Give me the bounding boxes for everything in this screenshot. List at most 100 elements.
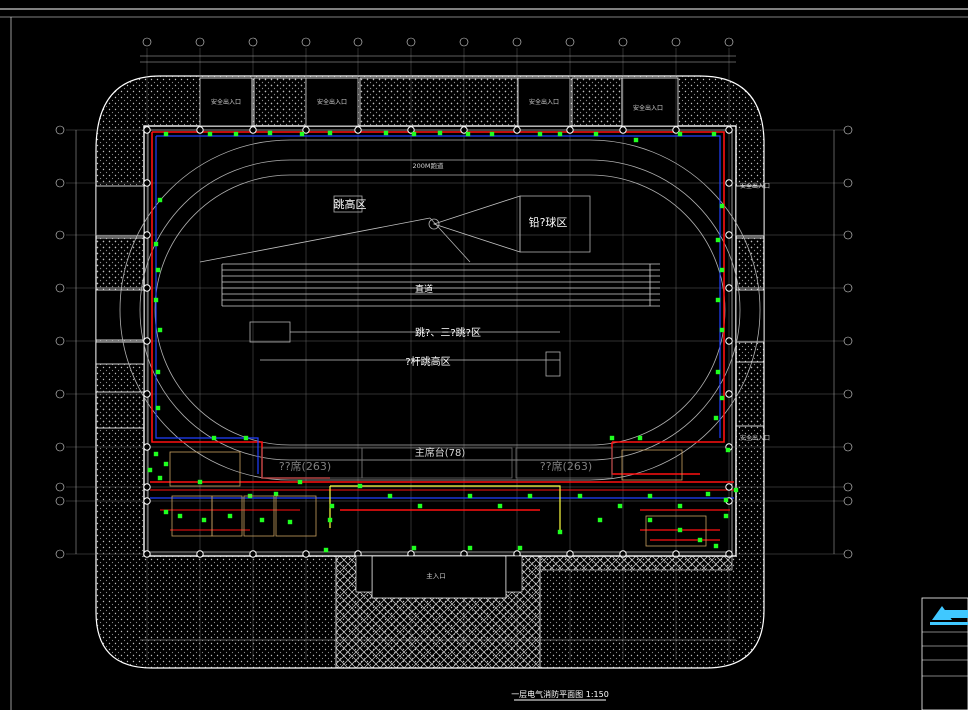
column-marker	[672, 126, 680, 134]
axis-bubble-col	[142, 37, 152, 47]
fire-detectors	[143, 126, 739, 558]
axis-bubble-col	[248, 37, 258, 47]
axis-bubble-row	[55, 482, 65, 492]
long-jump-label: 跳?、三?跳?区	[415, 326, 481, 339]
column-marker	[566, 126, 574, 134]
high-jump-label: 跳高区	[334, 197, 367, 211]
column-marker	[196, 550, 204, 558]
axis-bubble-col	[565, 37, 575, 47]
axis-bubble-row	[843, 496, 853, 506]
safety-exit-label-1: 安全出入口	[211, 98, 241, 106]
building-outline	[95, 77, 765, 557]
axis-bubble-col	[459, 37, 469, 47]
column-marker	[143, 179, 151, 187]
grandstand-main-label: 主席台(78)	[415, 446, 466, 459]
axis-bubble-col	[618, 37, 628, 47]
detector-mark	[677, 503, 683, 509]
safety-exit-label-2: 安全出入口	[317, 98, 347, 106]
column-marker	[725, 179, 733, 187]
axis-bubble-col	[512, 37, 522, 47]
detector-mark	[593, 131, 599, 137]
axis-bubble-row	[55, 230, 65, 240]
detector-mark	[633, 137, 639, 143]
service-rooms	[169, 447, 707, 547]
column-marker	[143, 443, 151, 451]
column-marker	[143, 231, 151, 239]
axis-bubble-row	[55, 178, 65, 188]
detector-mark	[677, 527, 683, 533]
detector-mark	[711, 131, 717, 137]
detector-mark	[697, 537, 703, 543]
detector-mark	[155, 369, 161, 375]
detector-mark	[723, 513, 729, 519]
axis-bubble-row	[843, 230, 853, 240]
detector-mark	[467, 493, 473, 499]
detector-mark	[647, 493, 653, 499]
detector-mark	[637, 435, 643, 441]
detector-mark	[597, 517, 603, 523]
detector-mark	[715, 297, 721, 303]
grandstand-left-label: ??席(263)	[279, 459, 331, 473]
axis-bubble-col	[353, 37, 363, 47]
detector-mark	[357, 483, 363, 489]
detector-mark	[163, 131, 169, 137]
axis-bubble-row	[843, 549, 853, 559]
column-marker	[302, 126, 310, 134]
axis-bubble-row	[55, 125, 65, 135]
column-marker	[143, 497, 151, 505]
detector-mark	[177, 513, 183, 519]
detector-mark	[233, 131, 239, 137]
column-marker	[249, 126, 257, 134]
detector-mark	[299, 131, 305, 137]
grandstand-right-label: ??席(263)	[540, 459, 592, 473]
safety-exit-label-3: 安全出入口	[529, 98, 559, 106]
detector-mark	[155, 405, 161, 411]
detector-mark	[327, 517, 333, 523]
detector-mark	[329, 503, 335, 509]
detector-mark	[719, 267, 725, 273]
detector-mark	[157, 475, 163, 481]
column-marker	[725, 483, 733, 491]
column-marker	[725, 390, 733, 398]
detector-mark	[147, 467, 153, 473]
column-marker	[354, 126, 362, 134]
detector-mark	[201, 517, 207, 523]
detector-mark	[713, 543, 719, 549]
axis-bubble-row	[843, 482, 853, 492]
title-block	[921, 597, 968, 710]
detector-mark	[243, 435, 249, 441]
detector-mark	[517, 545, 523, 551]
column-marker	[725, 337, 733, 345]
detector-mark	[715, 237, 721, 243]
detector-mark	[297, 479, 303, 485]
axis-bubble-row	[843, 442, 853, 452]
detector-mark	[197, 479, 203, 485]
detector-mark	[153, 297, 159, 303]
detector-mark	[207, 131, 213, 137]
detector-mark	[723, 497, 729, 503]
main-entrance-label: 主入口	[426, 571, 446, 580]
column-marker	[460, 126, 468, 134]
detector-mark	[527, 493, 533, 499]
axis-bubble-row	[55, 549, 65, 559]
pole-vault-label: ?杆跳高区	[405, 355, 450, 368]
axis-bubble-col	[724, 37, 734, 47]
axis-bubble-row	[55, 442, 65, 452]
detector-mark	[617, 503, 623, 509]
detector-mark	[719, 327, 725, 333]
detector-mark	[557, 131, 563, 137]
detector-mark	[609, 435, 615, 441]
detector-mark	[411, 131, 417, 137]
column-marker	[143, 126, 151, 134]
detector-mark	[719, 395, 725, 401]
column-marker	[619, 126, 627, 134]
column-marker	[249, 550, 257, 558]
column-marker	[407, 126, 415, 134]
detector-mark	[411, 545, 417, 551]
column-marker	[196, 126, 204, 134]
axis-bubble-row	[843, 178, 853, 188]
detector-mark	[157, 327, 163, 333]
axis-bubble-row	[843, 283, 853, 293]
detector-mark	[647, 517, 653, 523]
